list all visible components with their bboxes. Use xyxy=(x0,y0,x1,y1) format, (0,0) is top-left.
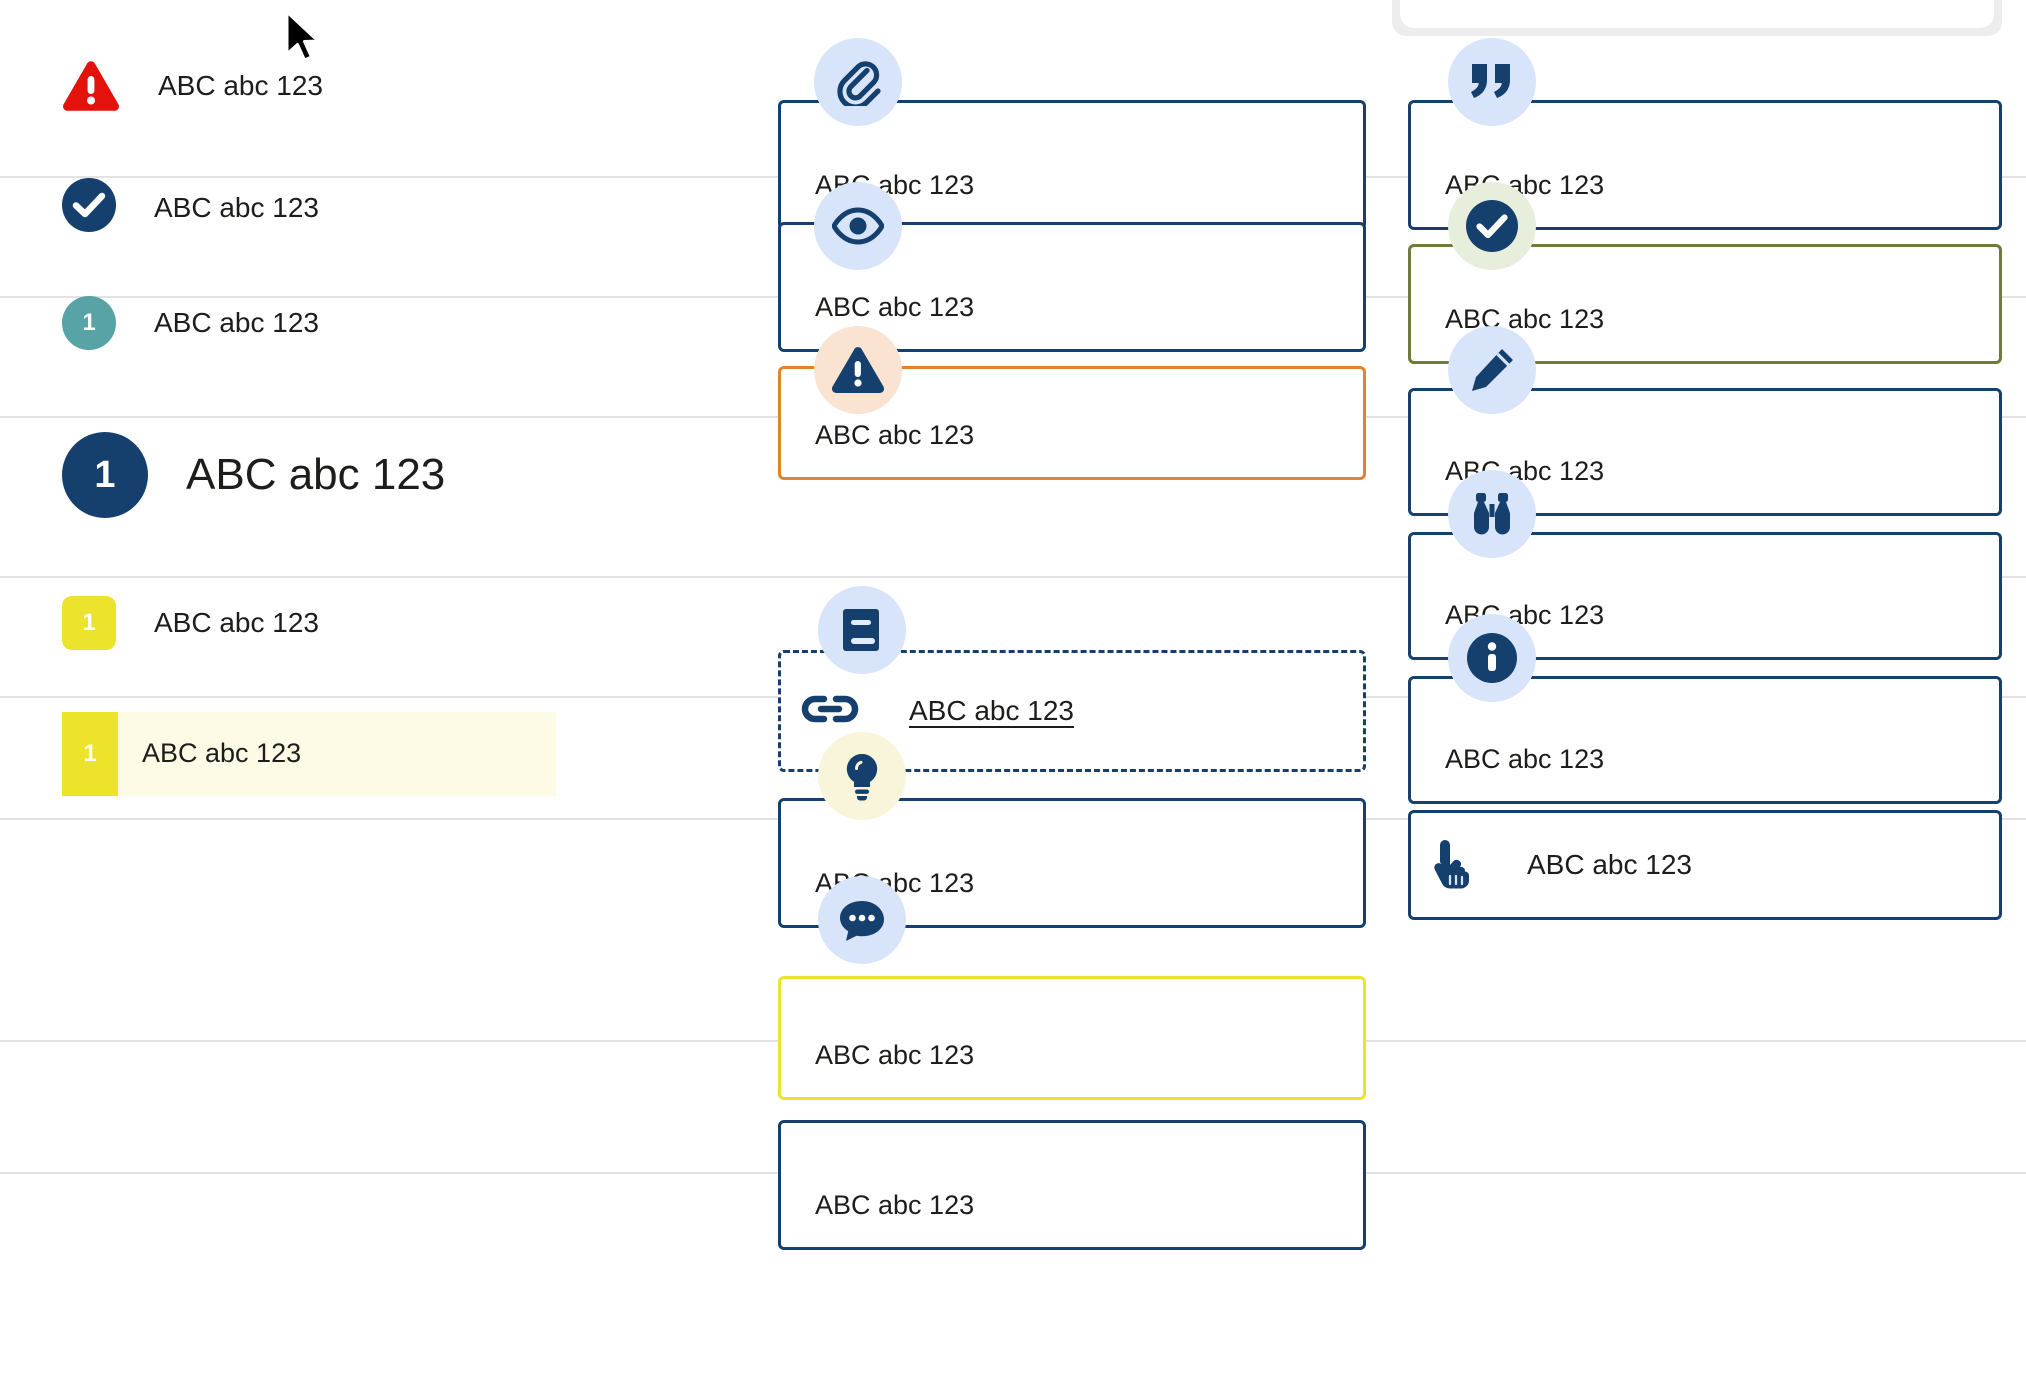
list-item[interactable]: ABC abc 123 xyxy=(62,178,319,237)
list-item-selected[interactable] xyxy=(62,712,556,796)
mouse-pointer-icon xyxy=(283,10,329,73)
triangle-warning-icon xyxy=(62,60,120,112)
check-circle-icon xyxy=(1448,182,1536,270)
list-item-label: ABC abc 123 xyxy=(154,307,319,338)
card-label: ABC abc 123 xyxy=(815,420,975,450)
list-item-label: ABC abc 123 xyxy=(154,607,319,638)
lightbulb-icon xyxy=(818,732,906,820)
warning-triangle-icon xyxy=(814,326,902,414)
list-item[interactable]: 1 ABC abc 123 xyxy=(62,596,319,650)
list-item-selected-label: ABC abc 123 xyxy=(142,738,302,768)
list-item-label: ABC abc 123 xyxy=(186,450,446,499)
list-item[interactable]: ABC abc 123 xyxy=(62,60,323,112)
info-circle-icon xyxy=(1448,614,1536,702)
card-label: ABC abc 123 xyxy=(815,1190,975,1220)
check-circle-icon xyxy=(62,178,116,237)
card-label: ABC abc 123 xyxy=(1527,849,1692,880)
card-label: ABC abc 123 xyxy=(1445,744,1605,774)
card-link-label[interactable]: ABC abc 123 xyxy=(909,695,1074,726)
book-icon xyxy=(818,586,906,674)
list-item-label: ABC abc 123 xyxy=(158,70,323,101)
quote-marks-icon xyxy=(1448,38,1536,126)
number-badge: 1 xyxy=(62,296,116,350)
eye-icon xyxy=(814,182,902,270)
pencil-icon xyxy=(1448,326,1536,414)
card-action[interactable]: ABC abc 123 xyxy=(1408,810,2002,920)
number-badge: 1 xyxy=(62,432,148,518)
top-right-panel xyxy=(1400,0,1994,28)
card-label: ABC abc 123 xyxy=(815,1040,975,1070)
list-item[interactable]: 1 ABC abc 123 xyxy=(62,432,445,518)
list-item-label: ABC abc 123 xyxy=(154,191,319,223)
pointing-hand-icon xyxy=(1429,837,1475,894)
number-badge: 1 xyxy=(62,712,118,796)
left-specimen-column: ABC abc 123 ABC abc 123 1 ABC abc 123 1 … xyxy=(0,0,756,1392)
number-badge: 1 xyxy=(62,596,116,650)
link-chain-icon xyxy=(801,684,859,739)
card-label: ABC abc 123 xyxy=(1445,304,1605,334)
card-comment[interactable]: ABC abc 123 xyxy=(778,1120,1366,1250)
binoculars-icon xyxy=(1448,470,1536,558)
card-tip[interactable]: ABC abc 123 xyxy=(778,976,1366,1100)
comment-bubble-icon xyxy=(818,876,906,964)
list-item[interactable]: 1 ABC abc 123 xyxy=(62,296,319,350)
paperclip-icon xyxy=(814,38,902,126)
